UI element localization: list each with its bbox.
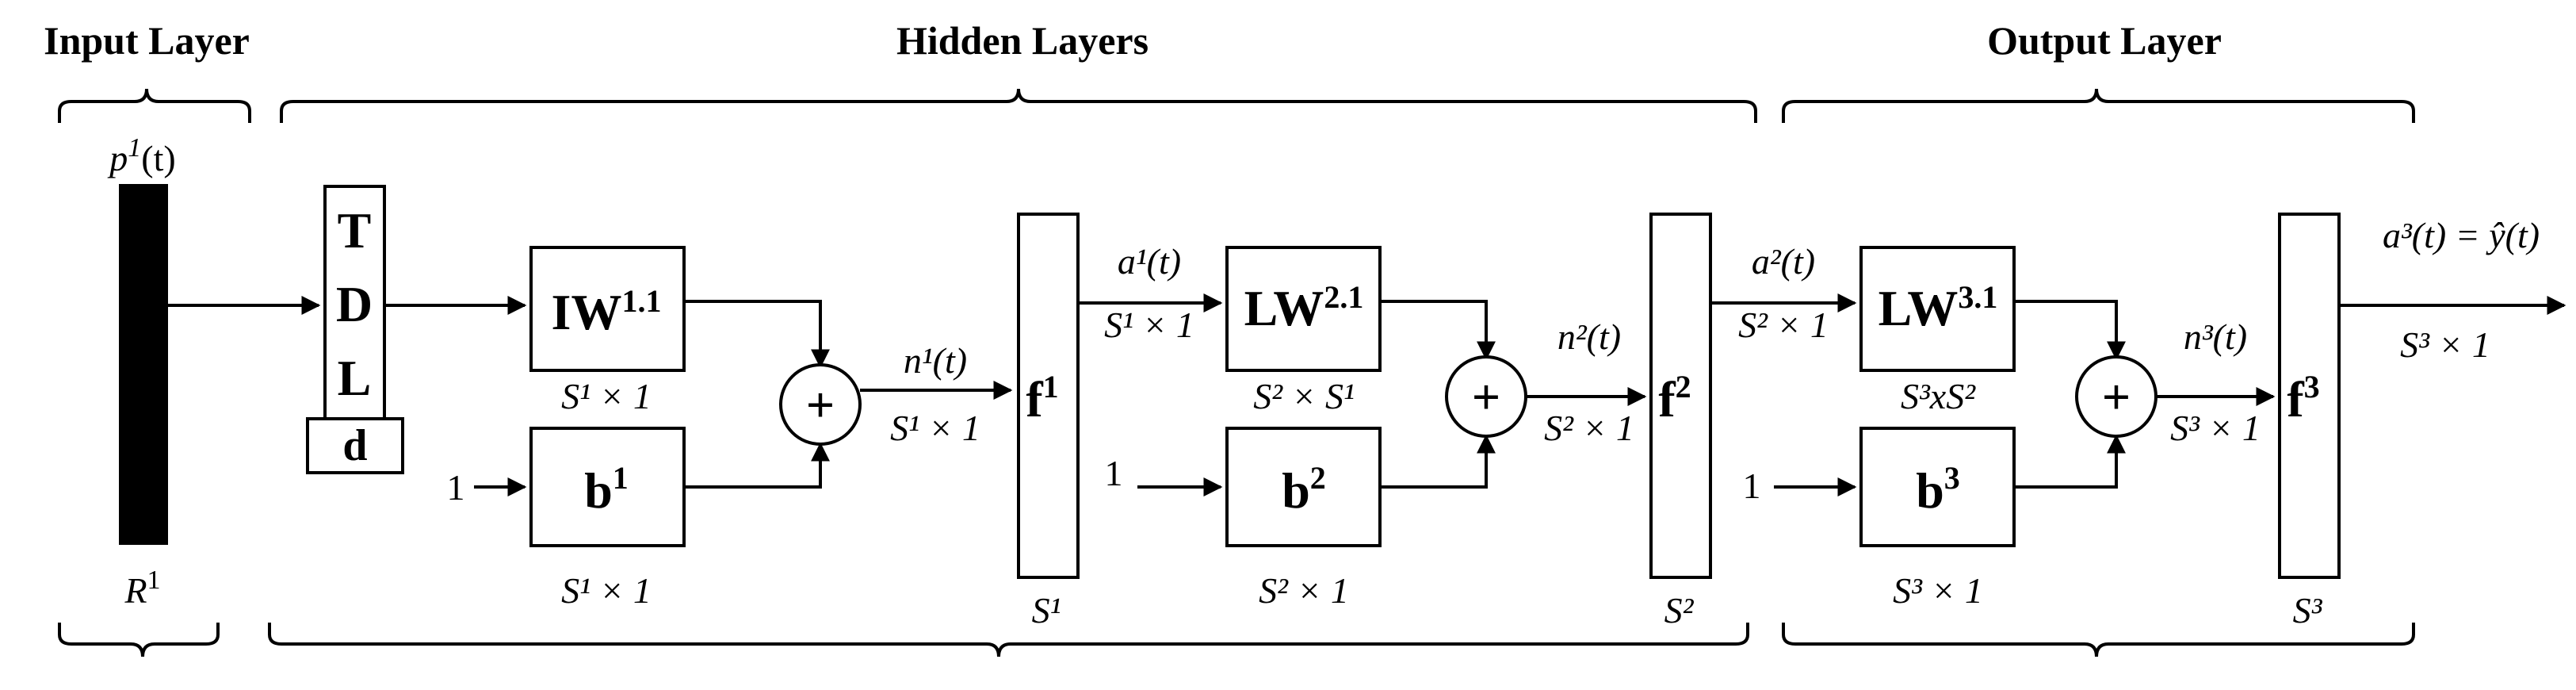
f2-label: f2: [1658, 369, 1691, 427]
bias3-label: b3: [1916, 460, 1960, 519]
bias1-input-label: 1: [447, 467, 465, 508]
f2-transfer-box: [1649, 213, 1712, 579]
f2-dimension-label: S²: [1664, 590, 1695, 631]
lw31-weight-box: [1859, 246, 2016, 372]
lw31-weight-label: LW3.1: [1878, 279, 1998, 336]
tdl-letter-t: T: [338, 202, 372, 259]
f3-label: f3: [2287, 369, 2319, 427]
brace-top-output: [1782, 88, 2415, 123]
brace-bottom-output: [1782, 623, 2415, 657]
a2-label: a²(t): [1752, 241, 1815, 282]
sum2-symbol: +: [1472, 369, 1500, 425]
bias2-to-sum-arrow: [1380, 434, 1496, 489]
f3-dimension-label: S³: [2293, 590, 2323, 631]
n1-label: n¹(t): [904, 340, 967, 381]
bias1-label: b1: [584, 460, 629, 519]
input-vector-bar: [119, 184, 168, 545]
a1-label: a¹(t): [1118, 241, 1181, 282]
bias3-to-sum-arrow: [2014, 434, 2126, 489]
bias1-to-sum-arrow: [684, 442, 830, 489]
f1-transfer-box: [1017, 213, 1080, 579]
input-label: p1(t): [107, 133, 175, 178]
tdl-delay-label: d: [342, 421, 367, 470]
a2-dimension-label: S² × 1: [1738, 305, 1829, 345]
bias2-box: [1225, 427, 1382, 547]
header-hidden-layers: Hidden Layers: [896, 18, 1148, 63]
brace-top-input: [58, 88, 251, 123]
brace-bottom-hidden: [268, 623, 1749, 657]
f1-dimension-label: S¹: [1032, 590, 1061, 631]
lw31-to-sum-arrow: [2014, 300, 2126, 361]
n2-dimension-label: S² × 1: [1544, 408, 1634, 448]
iw-weight-box: [529, 246, 686, 372]
bias3-box: [1859, 427, 2016, 547]
bias1-box: [529, 427, 686, 547]
tdl-delay-block: [306, 417, 404, 474]
tdl-block: [323, 185, 386, 422]
input-dimension-label: R1: [124, 565, 160, 611]
header-input-layer: Input Layer: [44, 18, 250, 63]
iw-to-sum-arrow: [684, 300, 830, 369]
iw-dimension-label: S¹ × 1: [561, 376, 652, 416]
bias2-input-label: 1: [1105, 453, 1123, 493]
lw21-weight-label: LW2.1: [1244, 279, 1364, 336]
lw21-dimension-label: S² × S¹: [1253, 376, 1355, 416]
bias2-dimension-label: S² × 1: [1259, 570, 1349, 611]
n2-label: n²(t): [1557, 316, 1621, 357]
brace-top-hidden: [280, 88, 1757, 123]
bias3-dimension-label: S³ × 1: [1893, 570, 1983, 611]
n3-label: n³(t): [2184, 316, 2247, 357]
lw31-dimension-label: S³xS²: [1901, 376, 1976, 416]
f1-label: f1: [1026, 369, 1058, 427]
f3-transfer-box: [2278, 213, 2341, 579]
bias2-label: b2: [1282, 460, 1326, 519]
lw21-weight-box: [1225, 246, 1382, 372]
tdl-letter-l: L: [338, 350, 372, 406]
a1-dimension-label: S¹ × 1: [1104, 305, 1194, 345]
header-output-layer: Output Layer: [1987, 18, 2222, 63]
brace-bottom-input: [58, 623, 220, 657]
bias1-dimension-label: S¹ × 1: [561, 570, 652, 611]
bias3-input-label: 1: [1743, 466, 1761, 506]
output-dimension-label: S³ × 1: [2400, 324, 2490, 365]
iw-weight-label: IW1.1: [552, 283, 662, 340]
sum1-symbol: +: [806, 377, 835, 433]
sum3-symbol: +: [2102, 369, 2131, 425]
n3-dimension-label: S³ × 1: [2170, 408, 2261, 448]
sum1-node: [779, 363, 862, 446]
output-label: a³(t) = ŷ(t): [2383, 215, 2540, 255]
lw21-to-sum-arrow: [1380, 300, 1496, 361]
tdl-letter-d: D: [336, 276, 373, 332]
n1-dimension-label: S¹ × 1: [890, 408, 980, 448]
